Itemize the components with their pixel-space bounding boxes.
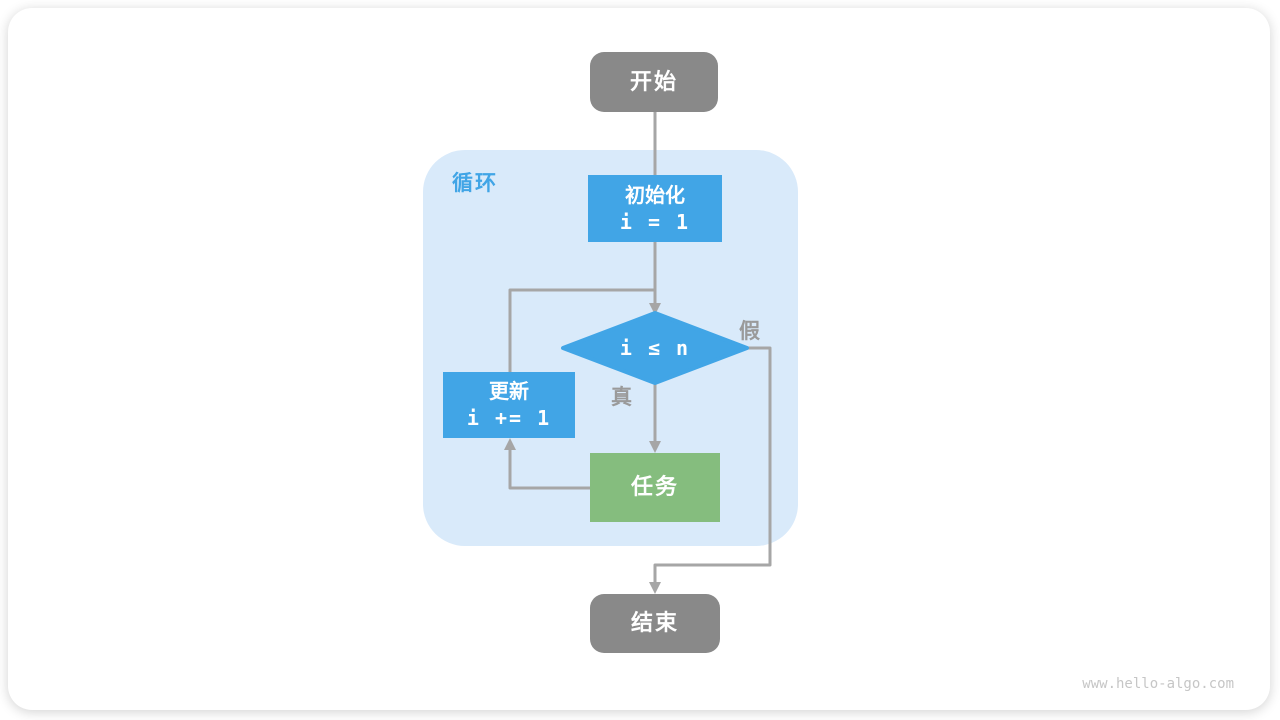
edge-label-false: 假 [739,320,760,343]
node-start-label: 开始 [629,68,678,94]
node-update: 更新 i += 1 [443,372,575,438]
node-condition: i ≤ n [563,313,747,383]
node-update-code: i += 1 [466,406,552,430]
node-init-title: 初始化 [625,184,685,207]
node-update-title: 更新 [489,381,529,403]
node-end-label: 结束 [630,610,679,636]
watermark: www.hello-algo.com [1082,676,1234,692]
loop-region-label: 循环 [452,172,498,195]
node-task-label: 任务 [630,474,679,500]
node-condition-code: i ≤ n [619,336,691,360]
edge-label-true: 真 [611,386,632,409]
node-init: 初始化 i = 1 [588,175,722,242]
node-task: 任务 [590,453,720,522]
node-init-code: i = 1 [619,209,691,234]
node-end: 结束 [590,594,720,653]
node-start: 开始 [590,52,718,112]
